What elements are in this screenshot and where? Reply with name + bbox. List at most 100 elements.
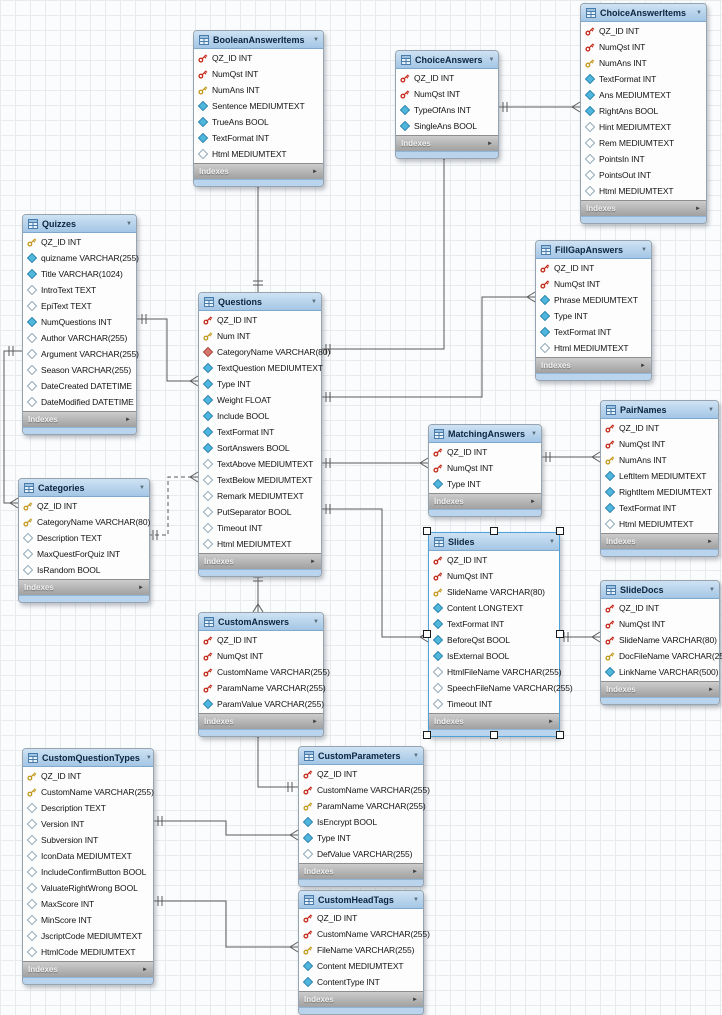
expand-arrow-icon[interactable]: ► bbox=[312, 168, 318, 175]
collapse-caret-icon[interactable]: ▼ bbox=[696, 9, 702, 16]
field-hint[interactable]: Hint MEDIUMTEXT bbox=[581, 119, 706, 135]
field-customname[interactable]: CustomName VARCHAR(255) bbox=[23, 784, 154, 800]
expand-arrow-icon[interactable]: ► bbox=[530, 498, 536, 505]
field-pointsout[interactable]: PointsOut INT bbox=[581, 167, 706, 183]
field-textformat[interactable]: TextFormat INT bbox=[199, 424, 321, 440]
expand-arrow-icon[interactable]: ► bbox=[142, 966, 148, 973]
field-rightans[interactable]: RightAns BOOL bbox=[581, 103, 706, 119]
indexes-bar[interactable]: Indexes ► bbox=[601, 533, 718, 549]
collapse-caret-icon[interactable]: ▼ bbox=[145, 754, 152, 761]
field-customname[interactable]: CustomName VARCHAR(255) bbox=[199, 664, 330, 680]
field-textformat[interactable]: TextFormat INT bbox=[601, 500, 718, 516]
field-content[interactable]: Content MEDIUMTEXT bbox=[299, 958, 423, 974]
table-header[interactable]: Quizzes ▼ bbox=[23, 215, 136, 233]
field-numquestions[interactable]: NumQuestions INT bbox=[23, 314, 136, 330]
field-putseparator[interactable]: PutSeparator BOOL bbox=[199, 504, 321, 520]
field-textformat[interactable]: TextFormat INT bbox=[194, 130, 323, 146]
field-type[interactable]: Type INT bbox=[199, 376, 321, 392]
expand-arrow-icon[interactable]: ► bbox=[125, 416, 131, 423]
field-filename[interactable]: FileName VARCHAR(255) bbox=[299, 942, 423, 958]
collapse-caret-icon[interactable]: ▼ bbox=[549, 538, 555, 545]
field-numans[interactable]: NumAns INT bbox=[194, 82, 323, 98]
field-qz-id[interactable]: QZ_ID INT bbox=[199, 632, 323, 648]
collapse-caret-icon[interactable]: ▼ bbox=[488, 56, 495, 63]
field-customname[interactable]: CustomName VARCHAR(255) bbox=[299, 926, 430, 942]
table-header[interactable]: FillGapAnswers ▼ bbox=[536, 241, 651, 259]
field-trueans[interactable]: TrueAns BOOL bbox=[194, 114, 323, 130]
field-subversion[interactable]: Subversion INT bbox=[23, 832, 153, 848]
field-singleans[interactable]: SingleAns BOOL bbox=[396, 118, 498, 134]
selection-handle[interactable] bbox=[556, 629, 564, 638]
field-timeout[interactable]: Timeout INT bbox=[429, 696, 559, 712]
relationship-questions-choice-answers[interactable] bbox=[320, 151, 450, 354]
field-speechfilename[interactable]: SpeechFileName VARCHAR(255) bbox=[429, 680, 573, 696]
collapse-caret-icon[interactable]: ▼ bbox=[126, 220, 132, 227]
field-numqst[interactable]: NumQst INT bbox=[601, 436, 718, 452]
field-slidename[interactable]: SlideName VARCHAR(80) bbox=[601, 632, 719, 648]
collapse-caret-icon[interactable]: ▼ bbox=[413, 752, 419, 759]
collapse-caret-icon[interactable]: ▼ bbox=[641, 246, 647, 253]
field-remark[interactable]: Remark MEDIUMTEXT bbox=[199, 488, 321, 504]
field-html[interactable]: Html MEDIUMTEXT bbox=[194, 146, 323, 162]
field-israndom[interactable]: IsRandom BOOL bbox=[19, 562, 149, 578]
field-pointsin[interactable]: PointsIn INT bbox=[581, 151, 706, 167]
expand-arrow-icon[interactable]: ► bbox=[312, 718, 318, 725]
field-includeconfirmbutton[interactable]: IncludeConfirmButton BOOL bbox=[23, 864, 153, 880]
field-htmlfilename[interactable]: HtmlFileName VARCHAR(255) bbox=[429, 664, 562, 680]
indexes-bar[interactable]: Indexes ► bbox=[429, 713, 559, 729]
field-phrase[interactable]: Phrase MEDIUMTEXT bbox=[536, 292, 651, 308]
indexes-bar[interactable]: Indexes ► bbox=[194, 163, 323, 179]
field-numqst[interactable]: NumQst INT bbox=[429, 568, 559, 584]
field-html[interactable]: Html MEDIUMTEXT bbox=[601, 516, 718, 532]
field-qz-id[interactable]: QZ_ID INT bbox=[601, 600, 719, 616]
relationship-slides-slide-docs[interactable] bbox=[558, 631, 601, 643]
table-header[interactable]: ChoiceAnswers ▼ bbox=[396, 51, 498, 69]
field-qz-id[interactable]: QZ_ID INT bbox=[194, 50, 323, 66]
field-title[interactable]: Title VARCHAR(1024) bbox=[23, 266, 136, 282]
field-type[interactable]: Type INT bbox=[299, 830, 423, 846]
field-textformat[interactable]: TextFormat INT bbox=[581, 71, 706, 87]
field-htmlcode[interactable]: HtmlCode MEDIUMTEXT bbox=[23, 944, 153, 960]
expand-arrow-icon[interactable]: ► bbox=[412, 868, 418, 875]
expand-arrow-icon[interactable]: ► bbox=[548, 718, 554, 725]
relationship-custom-parameters-custom-answers[interactable] bbox=[252, 729, 298, 792]
field-argument[interactable]: Argument VARCHAR(255) bbox=[23, 346, 139, 362]
relationship-custom-question-types-custom-head-tags[interactable] bbox=[152, 896, 299, 953]
field-typeofans[interactable]: TypeOfAns INT bbox=[396, 102, 498, 118]
field-qz-id[interactable]: QZ_ID INT bbox=[299, 766, 423, 782]
field-jscriptcode[interactable]: JscriptCode MEDIUMTEXT bbox=[23, 928, 153, 944]
selection-handle[interactable] bbox=[423, 527, 431, 535]
indexes-bar[interactable]: Indexes ► bbox=[299, 863, 423, 879]
field-textquestion[interactable]: TextQuestion MEDIUMTEXT bbox=[199, 360, 323, 376]
field-qz-id[interactable]: QZ_ID INT bbox=[299, 910, 423, 926]
field-qz-id[interactable]: QZ_ID INT bbox=[429, 552, 559, 568]
table-header[interactable]: MatchingAnswers ▼ bbox=[429, 425, 541, 443]
collapse-caret-icon[interactable]: ▼ bbox=[313, 618, 319, 625]
indexes-bar[interactable]: Indexes ► bbox=[199, 553, 321, 569]
field-isencrypt[interactable]: IsEncrypt BOOL bbox=[299, 814, 423, 830]
field-qz-id[interactable]: QZ_ID INT bbox=[199, 312, 321, 328]
relationship-questions-slides[interactable] bbox=[320, 504, 429, 643]
collapse-caret-icon[interactable]: ▼ bbox=[708, 406, 714, 413]
field-author[interactable]: Author VARCHAR(255) bbox=[23, 330, 136, 346]
collapse-caret-icon[interactable]: ▼ bbox=[311, 298, 317, 305]
field-numqst[interactable]: NumQst INT bbox=[194, 66, 323, 82]
table-header[interactable]: BooleanAnswerItems ▼ bbox=[194, 31, 323, 49]
field-linkname[interactable]: LinkName VARCHAR(500) bbox=[601, 664, 719, 680]
relationship-matching-answers-pair-names[interactable] bbox=[540, 451, 601, 463]
field-maxscore[interactable]: MaxScore INT bbox=[23, 896, 153, 912]
expand-arrow-icon[interactable]: ► bbox=[695, 205, 701, 212]
field-paramname[interactable]: ParamName VARCHAR(255) bbox=[199, 680, 326, 696]
field-maxquestforquiz[interactable]: MaxQuestForQuiz INT bbox=[19, 546, 149, 562]
indexes-bar[interactable]: Indexes ► bbox=[536, 357, 651, 373]
table-header[interactable]: Slides ▼ bbox=[429, 533, 559, 551]
indexes-bar[interactable]: Indexes ► bbox=[299, 991, 423, 1007]
field-categoryname[interactable]: CategoryName VARCHAR(80) bbox=[19, 514, 150, 530]
field-numqst[interactable]: NumQst INT bbox=[536, 276, 651, 292]
field-html[interactable]: Html MEDIUMTEXT bbox=[581, 183, 706, 199]
relationship-categories-questions[interactable] bbox=[148, 471, 199, 540]
expand-arrow-icon[interactable]: ► bbox=[707, 538, 713, 545]
